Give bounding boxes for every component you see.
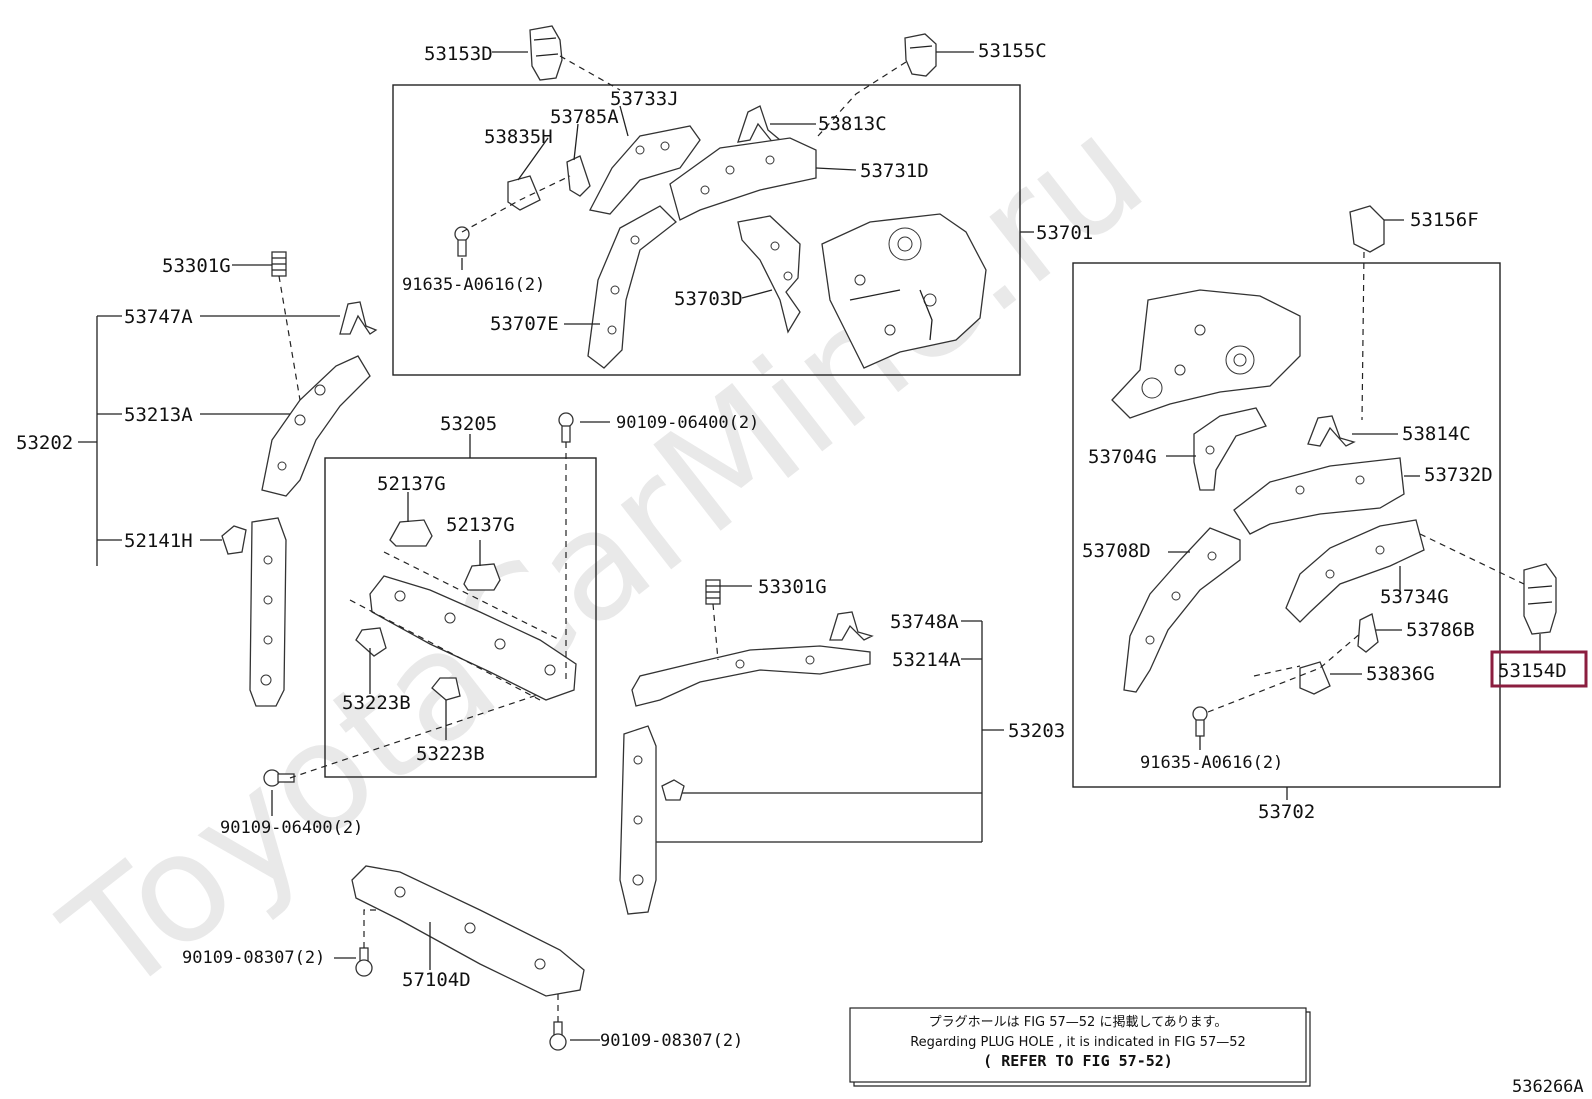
- watermark: ToyotaCarMine.ru: [34, 84, 1175, 1028]
- part-53814C-drawing[interactable]: [1307, 415, 1356, 447]
- label-group-53202[interactable]: 53202: [16, 432, 73, 454]
- part-53301G-spring-mid-drawing[interactable]: [705, 579, 721, 605]
- label-53153D[interactable]: 53153D: [424, 43, 493, 65]
- part-labels: 53153D 53155C 53733J 53785A 53835H 53813…: [16, 40, 1588, 1051]
- bracket-53202: [78, 315, 122, 566]
- part-53836G-drawing[interactable]: [1299, 661, 1331, 695]
- part-53707E-drawing[interactable]: [587, 205, 677, 369]
- part-53301G-spring-top-drawing[interactable]: [271, 251, 287, 277]
- note-line-japanese: プラグホールは FIG 57—52 に掲載してあります。: [929, 1014, 1228, 1030]
- label-group-53702[interactable]: 53702: [1258, 801, 1315, 823]
- part-53731D-drawing[interactable]: [669, 137, 817, 221]
- label-53301G-mid[interactable]: 53301G: [758, 576, 827, 598]
- part-53205-crossmember-drawing[interactable]: [369, 575, 577, 701]
- part-53214A-drawing[interactable]: [631, 645, 871, 707]
- part-53213A-drawing[interactable]: [261, 355, 371, 497]
- note-line-refer: ( REFER TO FIG 57-52): [983, 1052, 1173, 1070]
- label-53154D[interactable]: 53154D: [1498, 660, 1567, 682]
- part-53733J-drawing[interactable]: [589, 125, 701, 215]
- label-group-53203[interactable]: 53203: [1008, 720, 1065, 742]
- part-front-pillar-left-drawing[interactable]: [249, 517, 287, 707]
- label-91635-A0616-bottom[interactable]: 91635-A0616(2): [1140, 753, 1283, 773]
- part-90109-08307-bolt-a-drawing[interactable]: [355, 947, 373, 977]
- part-91635-bolt-bottom-drawing[interactable]: [1192, 706, 1208, 737]
- part-53813C-drawing[interactable]: [737, 105, 782, 145]
- part-53223B-a-drawing[interactable]: [355, 627, 387, 657]
- label-group-53205[interactable]: 53205: [440, 413, 497, 435]
- part-52137G-a-drawing[interactable]: [389, 519, 433, 547]
- part-53748A-drawing[interactable]: [829, 611, 874, 641]
- part-inner-panel-drawing[interactable]: [821, 213, 987, 369]
- note-box: プラグホールは FIG 57—52 に掲載してあります。 Regarding P…: [849, 1007, 1311, 1087]
- label-53707E[interactable]: 53707E: [490, 313, 559, 335]
- part-52141H-drawing[interactable]: [221, 525, 247, 555]
- label-53708D[interactable]: 53708D: [1082, 540, 1151, 562]
- label-group-53701[interactable]: 53701: [1036, 222, 1093, 244]
- part-53732D-drawing[interactable]: [1233, 457, 1405, 535]
- label-53814C[interactable]: 53814C: [1402, 423, 1471, 445]
- part-53786B-drawing[interactable]: [1357, 613, 1379, 653]
- part-53153D-drawing[interactable]: [529, 25, 563, 81]
- label-53731D[interactable]: 53731D: [860, 160, 929, 182]
- part-53708D-drawing[interactable]: [1123, 527, 1241, 693]
- label-53704G[interactable]: 53704G: [1088, 446, 1157, 468]
- part-90109-06400-bolt-top-drawing[interactable]: [558, 412, 574, 443]
- label-53813C[interactable]: 53813C: [818, 113, 887, 135]
- part-53154D-drawing[interactable]: [1523, 563, 1557, 635]
- leader-lines: [200, 51, 1541, 1041]
- group-box-53205: [324, 457, 597, 778]
- note-line-english: Regarding PLUG HOLE , it is indicated in…: [910, 1035, 1246, 1050]
- label-52141H[interactable]: 52141H: [124, 530, 193, 552]
- label-53301G-top[interactable]: 53301G: [162, 255, 231, 277]
- label-53223B-b[interactable]: 53223B: [416, 743, 485, 765]
- label-91635-A0616-top[interactable]: 91635-A0616(2): [402, 275, 545, 295]
- label-52137G-a[interactable]: 52137G: [377, 473, 446, 495]
- label-53156F[interactable]: 53156F: [1410, 209, 1479, 231]
- part-90109-06400-bolt-bottom-drawing[interactable]: [263, 769, 295, 787]
- part-53156F-drawing[interactable]: [1349, 205, 1385, 253]
- label-53734G[interactable]: 53734G: [1380, 586, 1449, 608]
- part-53703D-drawing[interactable]: [737, 215, 801, 334]
- label-53836G[interactable]: 53836G: [1366, 663, 1435, 685]
- label-53732D[interactable]: 53732D: [1424, 464, 1493, 486]
- label-53733J[interactable]: 53733J: [610, 88, 679, 110]
- label-53785A[interactable]: 53785A: [550, 106, 619, 128]
- label-53703D[interactable]: 53703D: [674, 288, 743, 310]
- label-90109-06400-top[interactable]: 90109-06400(2): [616, 413, 759, 433]
- label-53214A[interactable]: 53214A: [892, 649, 961, 671]
- label-53786B[interactable]: 53786B: [1406, 619, 1475, 641]
- part-53704G-drawing[interactable]: [1193, 407, 1267, 491]
- label-53213A[interactable]: 53213A: [124, 404, 193, 426]
- label-53223B-a[interactable]: 53223B: [342, 692, 411, 714]
- label-90109-08307-a[interactable]: 90109-08307(2): [182, 948, 325, 968]
- dashed-guides: [278, 55, 1525, 1022]
- label-53835H[interactable]: 53835H: [484, 126, 553, 148]
- part-53702-upper-panel-drawing[interactable]: [1111, 289, 1301, 419]
- label-52137G-b[interactable]: 52137G: [446, 514, 515, 536]
- part-53747A-drawing[interactable]: [339, 301, 378, 335]
- label-90109-08307-b[interactable]: 90109-08307(2): [600, 1031, 743, 1051]
- label-57104D[interactable]: 57104D: [402, 969, 471, 991]
- part-53835H-drawing[interactable]: [507, 175, 541, 211]
- label-53747A[interactable]: 53747A: [124, 306, 193, 328]
- part-53223B-b-drawing[interactable]: [431, 677, 461, 701]
- part-front-pillar-right-drawing[interactable]: [619, 725, 685, 915]
- part-53155C-drawing[interactable]: [904, 33, 937, 77]
- highlight-box-53154D: [1490, 650, 1588, 688]
- label-53748A[interactable]: 53748A: [890, 611, 959, 633]
- part-90109-08307-bolt-b-drawing[interactable]: [549, 1021, 567, 1051]
- part-53734G-drawing[interactable]: [1285, 519, 1425, 623]
- figure-id: 536266A: [1512, 1077, 1584, 1097]
- bracket-53203: [647, 620, 1004, 843]
- group-box-53701: [392, 84, 1021, 376]
- label-53155C[interactable]: 53155C: [978, 40, 1047, 62]
- label-90109-06400-bottom[interactable]: 90109-06400(2): [220, 818, 363, 838]
- part-53785A-drawing[interactable]: [566, 155, 591, 197]
- part-57104D-drawing[interactable]: [351, 865, 585, 997]
- part-52137G-b-drawing[interactable]: [463, 563, 501, 591]
